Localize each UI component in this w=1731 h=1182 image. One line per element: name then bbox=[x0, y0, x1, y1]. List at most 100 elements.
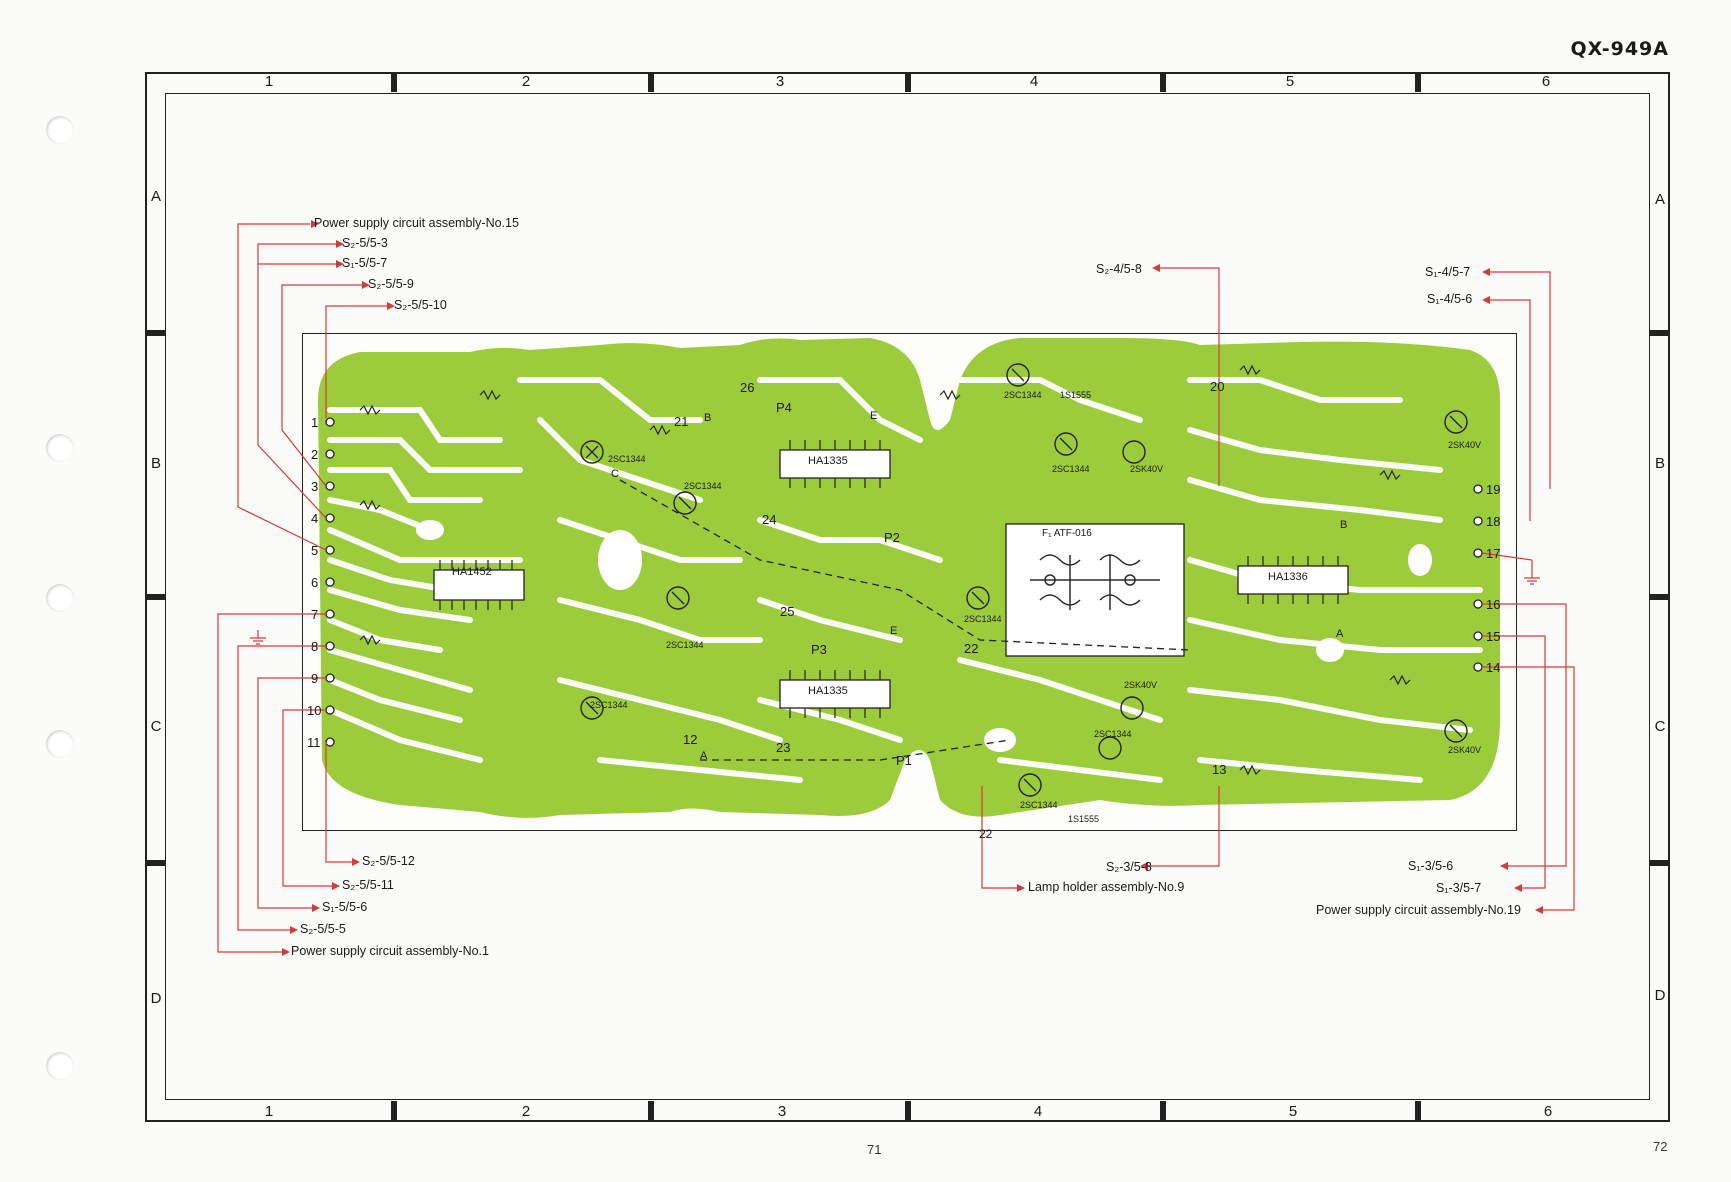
column-label: 4 bbox=[1029, 73, 1039, 90]
connection-label: S₁-3/5-7 bbox=[1436, 881, 1482, 895]
binder-hole bbox=[46, 730, 74, 758]
grid-tick bbox=[1650, 330, 1670, 336]
test-point-label: P2 bbox=[884, 530, 900, 545]
terminal-number: 15 bbox=[1486, 629, 1501, 644]
diagram-inner-frame bbox=[165, 93, 1650, 1100]
connection-label: S₁-3/5-6 bbox=[1408, 859, 1454, 873]
column-label: 3 bbox=[775, 73, 785, 90]
connection-label: S₁-4/5-6 bbox=[1427, 292, 1473, 306]
connection-label: S₂-3/5-8 bbox=[1106, 860, 1152, 874]
terminal-number: 6 bbox=[311, 575, 319, 590]
ic-label-q110: HA1335 bbox=[808, 685, 848, 697]
connection-label: Power supply circuit assembly-No.19 bbox=[1316, 903, 1521, 917]
grid-tick bbox=[1160, 72, 1166, 92]
test-point-label: B bbox=[704, 412, 712, 424]
fet-label: 2SK40V bbox=[1124, 680, 1158, 690]
column-label: 5 bbox=[1288, 1103, 1298, 1120]
grid-tick bbox=[1415, 72, 1421, 92]
terminal-number: 5 bbox=[311, 543, 319, 558]
terminal-number: 20 bbox=[1210, 379, 1225, 394]
page-number-left: 71 bbox=[867, 1142, 882, 1157]
test-point-label: P4 bbox=[776, 400, 792, 415]
transistor-label: 2SC1344 bbox=[964, 614, 1002, 624]
row-label: B bbox=[1654, 455, 1665, 472]
model-number: QX-949A bbox=[1570, 38, 1669, 60]
test-point-label: A bbox=[1336, 628, 1344, 640]
connection-label: S₂-5/5-3 bbox=[342, 236, 388, 250]
transistor-label: 2SC1344 bbox=[1052, 464, 1090, 474]
column-label: 4 bbox=[1033, 1103, 1043, 1120]
test-point-label: E bbox=[870, 410, 878, 422]
terminal-number: 2 bbox=[311, 447, 319, 462]
grid-tick bbox=[391, 1101, 397, 1121]
terminal-number: 1 bbox=[311, 415, 319, 430]
grid-tick bbox=[905, 1101, 911, 1121]
terminal-number: 7 bbox=[311, 607, 319, 622]
transistor-label: 2SC1344 bbox=[666, 640, 704, 650]
ic-label-q203: HA1336 bbox=[1268, 571, 1308, 583]
connection-label: S₂-5/5-10 bbox=[394, 298, 447, 312]
grid-tick bbox=[648, 72, 654, 92]
test-point-label: A bbox=[700, 750, 708, 762]
terminal-number: 16 bbox=[1486, 597, 1501, 612]
grid-tick bbox=[391, 72, 397, 92]
grid-tick bbox=[1415, 1101, 1421, 1121]
terminal-number: 10 bbox=[307, 703, 322, 718]
column-label: 2 bbox=[521, 73, 531, 90]
column-label: 2 bbox=[521, 1103, 531, 1120]
terminal-number: 17 bbox=[1486, 546, 1501, 561]
terminal-number: 8 bbox=[311, 639, 319, 654]
terminal-number: 26 bbox=[740, 380, 755, 395]
fet-label: 2SK40V bbox=[1130, 464, 1164, 474]
connection-label: Power supply circuit assembly-No.1 bbox=[291, 944, 489, 958]
terminal-number: 22 bbox=[979, 827, 993, 841]
test-point-label: B bbox=[1340, 519, 1348, 531]
column-label: 6 bbox=[1541, 73, 1551, 90]
connection-label: Power supply circuit assembly-No.15 bbox=[314, 216, 519, 230]
connection-label: S₂-5/5-9 bbox=[368, 277, 414, 291]
row-label: A bbox=[150, 188, 161, 205]
transistor-label: 2SC1344 bbox=[1094, 729, 1132, 739]
row-label: C bbox=[1654, 718, 1666, 735]
terminal-number: 25 bbox=[780, 604, 795, 619]
terminal-number: 24 bbox=[762, 512, 777, 527]
terminal-number: 4 bbox=[311, 511, 319, 526]
binder-hole bbox=[46, 584, 74, 612]
grid-tick bbox=[145, 860, 165, 866]
column-label: 6 bbox=[1543, 1103, 1553, 1120]
connection-label: S₁-5/5-6 bbox=[322, 900, 368, 914]
diode-label: 1S1555 bbox=[1060, 390, 1092, 400]
row-label: D bbox=[1654, 987, 1666, 1004]
test-point-label: P1 bbox=[896, 753, 912, 768]
column-label: 5 bbox=[1285, 73, 1295, 90]
terminal-number: 21 bbox=[674, 414, 689, 429]
grid-tick bbox=[145, 594, 165, 600]
grid-tick bbox=[1160, 1101, 1166, 1121]
transistor-label: 2SC1344 bbox=[684, 481, 722, 491]
terminal-number: 14 bbox=[1486, 660, 1501, 675]
terminal-number: 3 bbox=[311, 479, 319, 494]
fet-label: 2SK40V bbox=[1448, 440, 1482, 450]
connection-label: S₂-5/5-12 bbox=[362, 854, 415, 868]
ic-label-q1: HA1452 bbox=[452, 566, 492, 578]
page-number-right: 72 bbox=[1653, 1139, 1668, 1154]
test-point-label: P3 bbox=[811, 642, 827, 657]
transistor-label: 2SC1344 bbox=[1004, 390, 1042, 400]
terminal-number: 12 bbox=[683, 732, 698, 747]
grid-tick bbox=[648, 1101, 654, 1121]
filter-label: F₁ ATF-016 bbox=[1042, 528, 1092, 539]
transistor-label: 2SC1344 bbox=[608, 454, 646, 464]
terminal-number: 19 bbox=[1486, 482, 1501, 497]
grid-tick bbox=[145, 330, 165, 336]
grid-tick bbox=[1650, 860, 1670, 866]
row-label: C bbox=[150, 718, 162, 735]
fet-label: 2SK40V bbox=[1448, 745, 1482, 755]
terminal-number: 9 bbox=[311, 671, 319, 686]
connection-label: S₂-5/5-11 bbox=[342, 878, 394, 892]
connection-label: S₂-4/5-8 bbox=[1096, 262, 1142, 276]
ic-label-q111: HA1335 bbox=[808, 455, 848, 467]
terminal-number: 11 bbox=[307, 735, 321, 750]
transistor-label: 2SC1344 bbox=[590, 700, 628, 710]
row-label: D bbox=[150, 990, 162, 1007]
